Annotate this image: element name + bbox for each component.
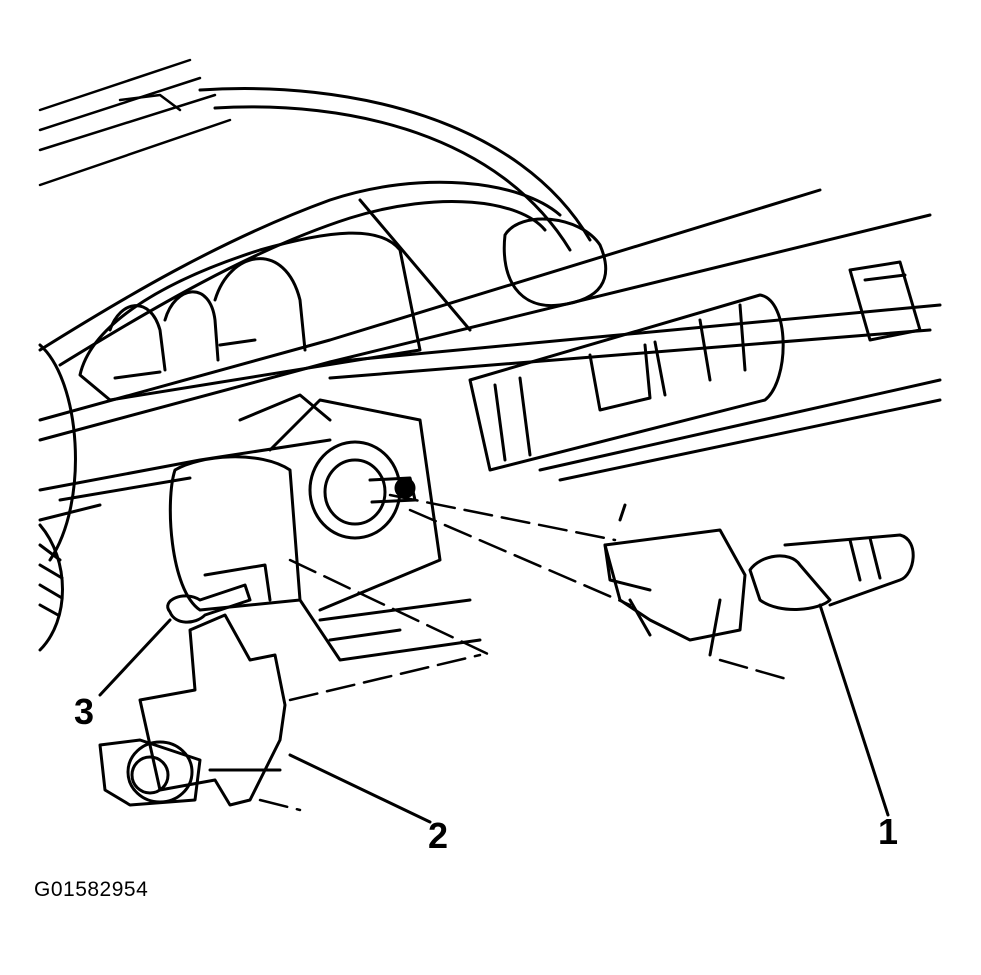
leader-lines <box>98 603 890 824</box>
windshield-lines <box>38 58 232 187</box>
left-vent <box>38 343 77 652</box>
callout-2: 2 <box>428 815 449 856</box>
figure-id: G01582954 <box>34 878 149 901</box>
callout-1: 1 <box>878 811 899 852</box>
explode-lines <box>258 493 792 812</box>
steering-column <box>168 393 482 662</box>
instrument-cluster <box>78 198 472 402</box>
multifunction-switch-part-1 <box>603 503 915 657</box>
dashboard-top-pad <box>38 87 608 367</box>
center-vents <box>468 260 922 472</box>
callout-3: 3 <box>74 691 95 732</box>
clock-spring <box>308 440 417 540</box>
part-3-detail <box>166 563 272 624</box>
dashboard-body <box>38 188 942 522</box>
ignition-housing-part-2 <box>98 613 287 807</box>
